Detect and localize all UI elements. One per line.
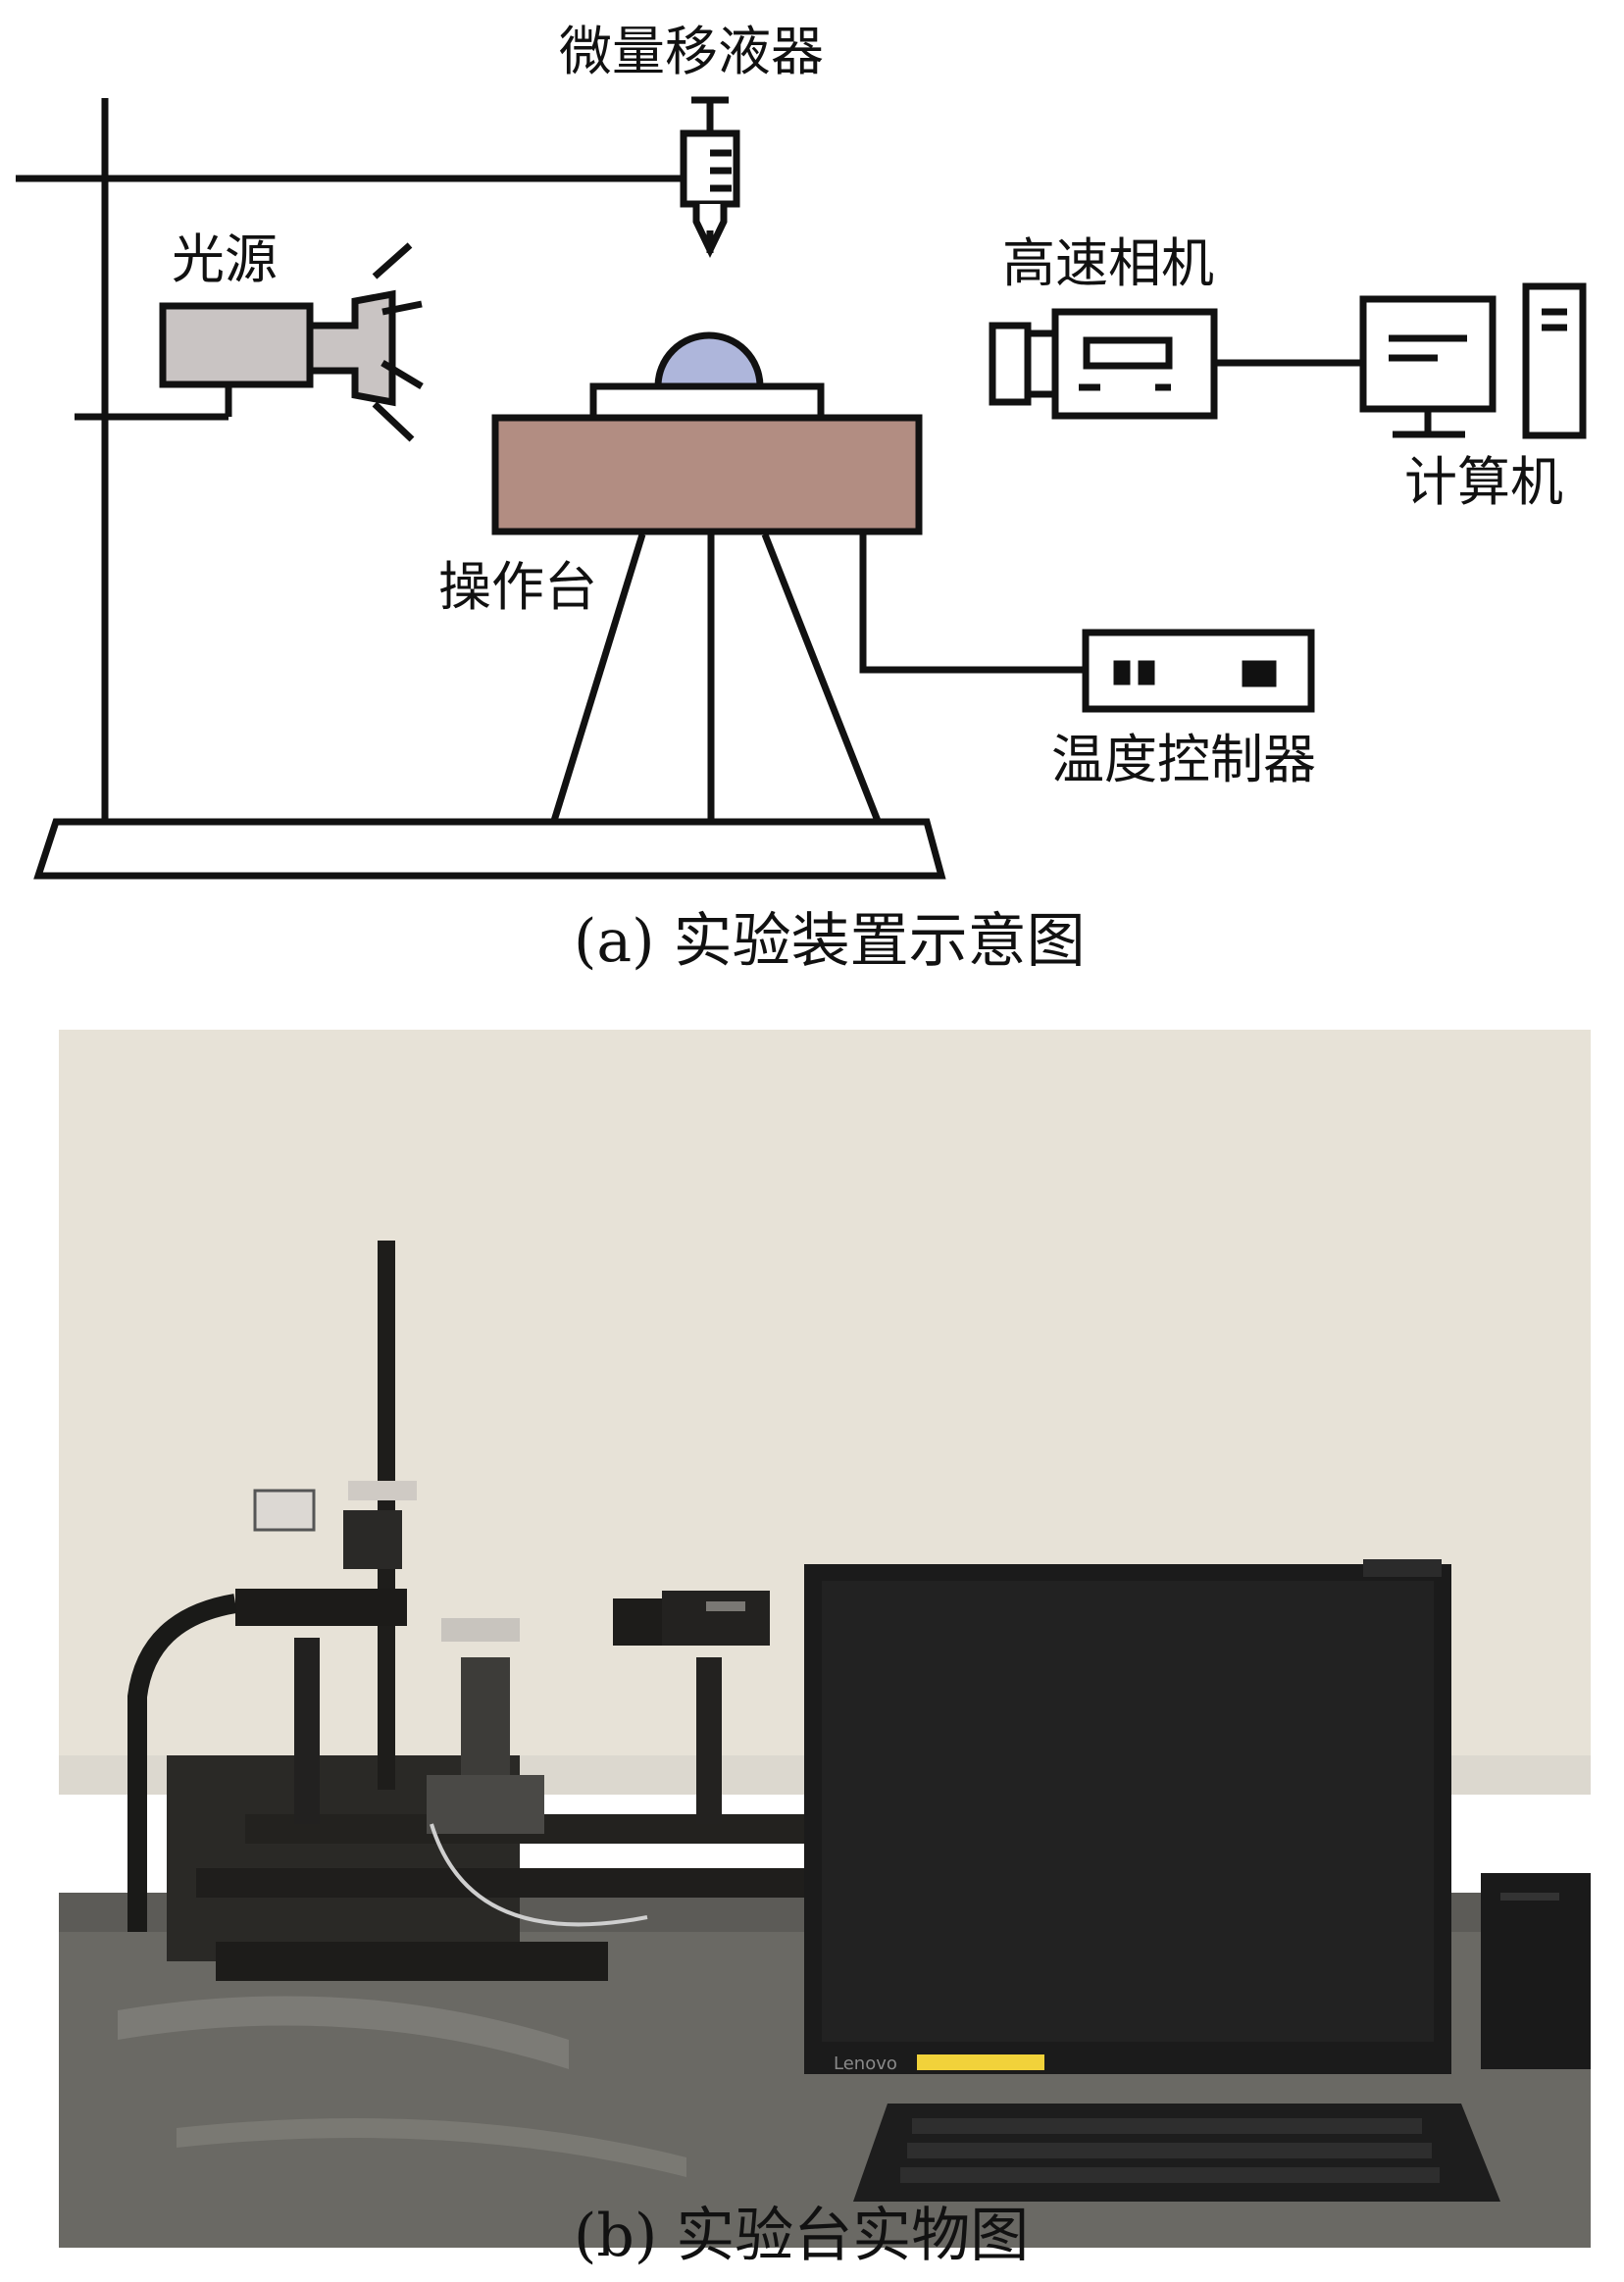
droplet-icon <box>658 335 760 386</box>
caption-b: (b) 实验台实物图 <box>574 2206 1029 2265</box>
monitor-brand-label: Lenovo <box>834 2054 897 2074</box>
temperature-controller-label: 温度控制器 <box>1051 734 1316 786</box>
temperature-controller-icon <box>1086 633 1311 709</box>
computer-icon <box>1363 286 1583 435</box>
high-speed-camera-label: 高速相机 <box>1002 237 1214 290</box>
base-plate <box>38 822 941 876</box>
experimental-setup-schematic <box>0 0 1624 981</box>
substrate <box>593 386 821 418</box>
monitor-label-sticker <box>917 2054 1044 2070</box>
light-source-label: 光源 <box>172 233 278 286</box>
caption-a: (a) 实验装置示意图 <box>574 912 1086 971</box>
operating-platform-block <box>495 418 919 532</box>
micropipette-label: 微量移液器 <box>559 25 824 78</box>
operating-platform-label: 操作台 <box>438 561 597 614</box>
platform-tripod <box>554 534 878 824</box>
experimental-bench-photo: Lenovo <box>59 1030 1591 2248</box>
micropipette-icon <box>684 100 736 253</box>
computer-label: 计算机 <box>1404 456 1563 509</box>
controller-wire <box>863 534 1086 670</box>
high-speed-camera-icon <box>992 312 1214 416</box>
